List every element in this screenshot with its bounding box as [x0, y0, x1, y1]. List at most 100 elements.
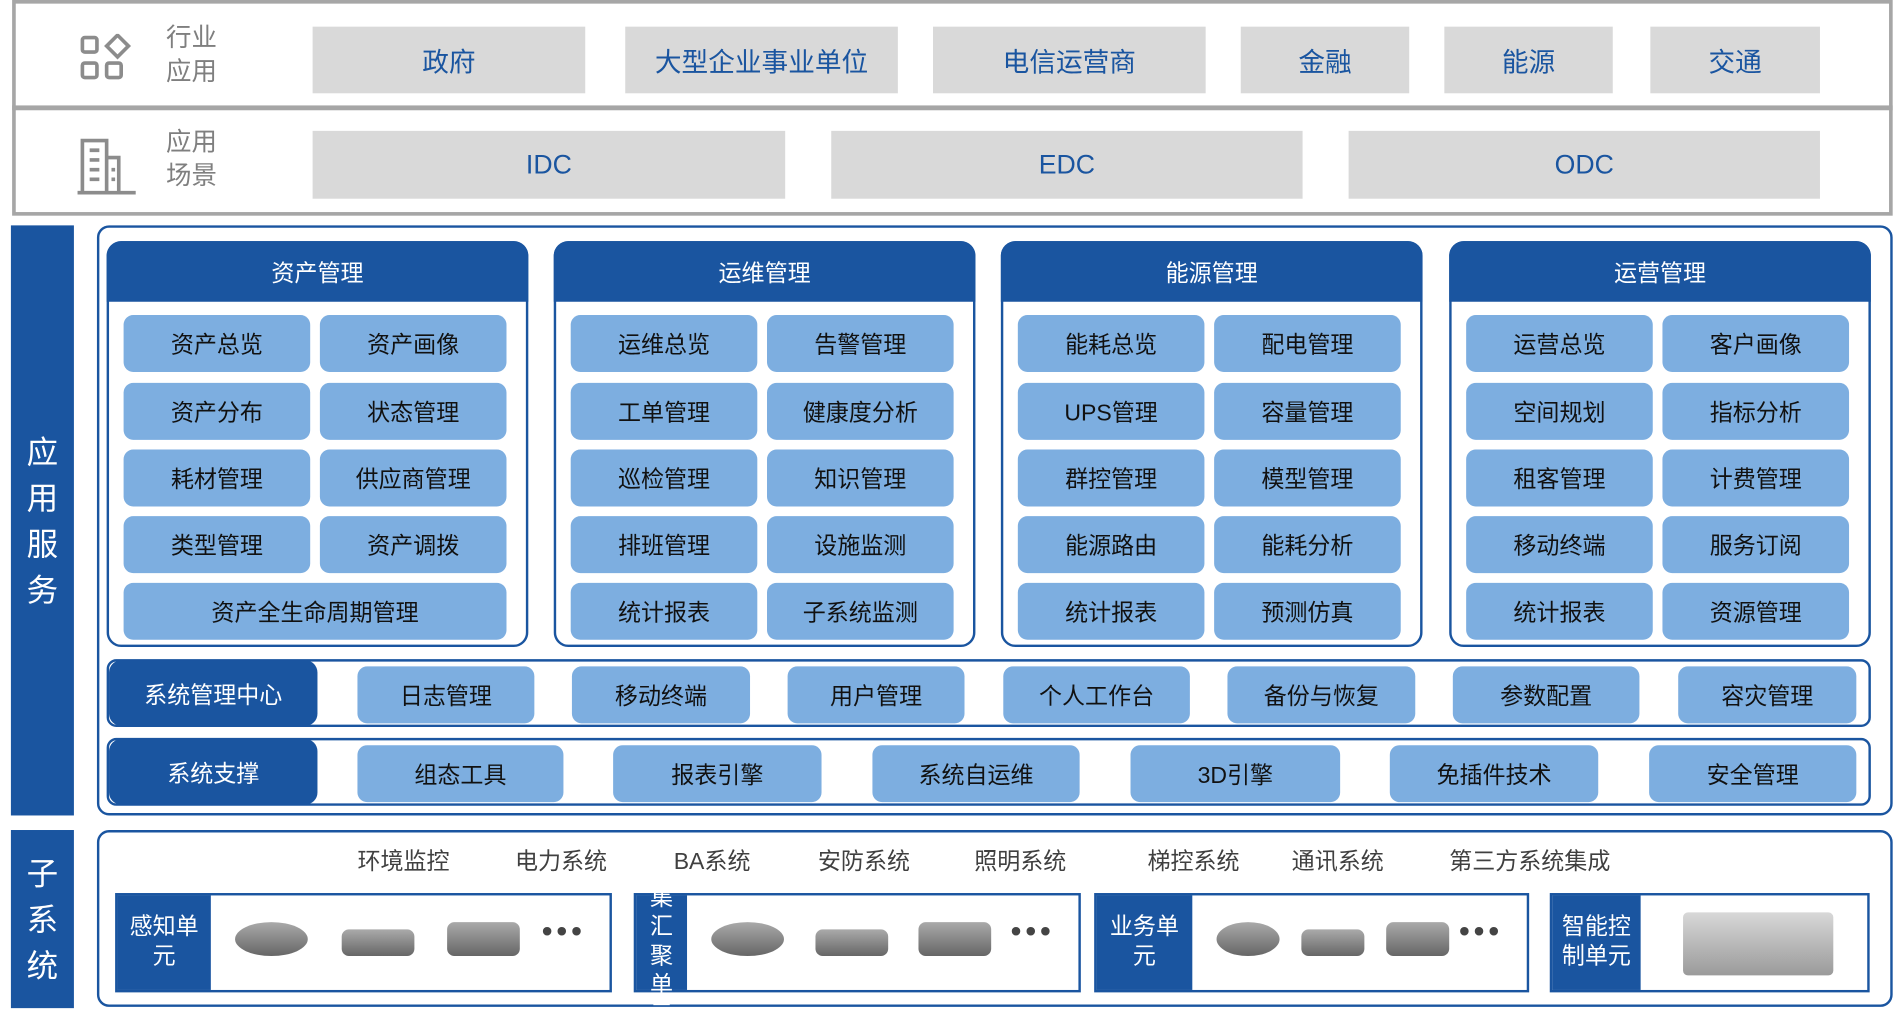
unit-label: 智能控制单元: [1552, 895, 1641, 990]
system-support-label: 系统支撑: [109, 739, 318, 805]
battery-icon: [711, 922, 784, 957]
system-mgmt-label: 系统管理中心: [109, 660, 318, 726]
unit-label: 业务单元: [1096, 895, 1193, 990]
module-item-wide[interactable]: 资产全生命周期管理: [123, 582, 507, 640]
module-item[interactable]: 计费管理: [1662, 449, 1850, 507]
module-item[interactable]: 服务订阅: [1662, 516, 1850, 574]
module-item[interactable]: 告警管理: [767, 315, 954, 372]
subsystem-name: 安防系统: [817, 849, 911, 875]
industry-button[interactable]: 交通: [1650, 26, 1820, 94]
module-item[interactable]: 能源路由: [1017, 516, 1205, 574]
industry-button[interactable]: 金融: [1240, 26, 1410, 94]
system-mgmt-item[interactable]: 移动终端: [571, 666, 751, 724]
module-item[interactable]: 预测仿真: [1214, 582, 1401, 640]
unit-box: 采集汇聚单元•••: [633, 857, 1081, 1028]
module-item[interactable]: 设施监测: [767, 516, 954, 574]
module-item[interactable]: 移动终端: [1466, 516, 1653, 574]
industry-button[interactable]: 电信运营商: [933, 26, 1206, 94]
system-mgmt-item[interactable]: 用户管理: [787, 666, 965, 724]
module-item[interactable]: 配电管理: [1214, 315, 1401, 372]
cabinet-icon: [918, 922, 992, 957]
module-item[interactable]: 统计报表: [570, 582, 758, 640]
module-item[interactable]: 类型管理: [123, 516, 311, 574]
module-item[interactable]: 状态管理: [319, 382, 507, 440]
module-item[interactable]: 健康度分析: [767, 382, 954, 440]
system-mgmt-item[interactable]: 个人工作台: [1003, 666, 1190, 724]
more-devices-icon: •••: [1010, 912, 1055, 949]
system-support-item[interactable]: 免插件技术: [1389, 745, 1599, 803]
system-mgmt-item[interactable]: 备份与恢复: [1227, 666, 1416, 724]
building-icon: [77, 138, 136, 195]
unit-box: 业务单元 •••: [1094, 893, 1530, 993]
subsystem-name: 第三方系统集成: [1449, 849, 1611, 875]
more-devices-icon: •••: [1458, 912, 1503, 949]
module-item[interactable]: 资产画像: [319, 315, 507, 372]
subsystem-name: 通讯系统: [1291, 849, 1384, 875]
industry-button[interactable]: 政府: [312, 26, 586, 94]
system-mgmt-item[interactable]: 日志管理: [357, 666, 535, 724]
module-item[interactable]: 资产总览: [123, 315, 311, 372]
module-item[interactable]: 能耗总览: [1017, 315, 1205, 372]
subsystem-name: 梯控系统: [1147, 849, 1240, 875]
layer-divider: [12, 105, 1893, 111]
system-support-item[interactable]: 3D引擎: [1130, 745, 1341, 803]
module-item[interactable]: 耗材管理: [123, 449, 311, 507]
module-title: 能源管理: [1000, 241, 1423, 302]
system-support-item[interactable]: 安全管理: [1649, 745, 1857, 803]
module-item[interactable]: 租客管理: [1466, 449, 1653, 507]
unit-label: 感知单元: [117, 895, 211, 990]
module-item[interactable]: 知识管理: [767, 449, 954, 507]
module-item[interactable]: 统计报表: [1466, 582, 1653, 640]
module-item[interactable]: 运维总览: [570, 315, 758, 372]
module-title: 运维管理: [553, 241, 976, 302]
system-mgmt-item[interactable]: 参数配置: [1452, 666, 1640, 724]
module-item[interactable]: 容量管理: [1214, 382, 1401, 440]
app-services-label: 应用服务: [26, 433, 59, 608]
system-support-item[interactable]: 报表引擎: [613, 745, 822, 803]
app-services-sidebar: 应用服务: [10, 225, 74, 816]
module-item[interactable]: 模型管理: [1214, 449, 1401, 507]
subsystem-name: BA系统: [673, 849, 751, 875]
subsystem-name: 电力系统: [514, 849, 608, 875]
module-item[interactable]: 工单管理: [570, 382, 758, 440]
module-item[interactable]: 排班管理: [570, 516, 758, 574]
industry-label: 行业应用: [166, 24, 217, 87]
module-item[interactable]: 空间规划: [1466, 382, 1653, 440]
card-reader-icon: [341, 929, 414, 957]
subsystem-label: 子系统: [26, 854, 59, 984]
module-item[interactable]: 子系统监测: [767, 582, 954, 640]
module-item[interactable]: 指标分析: [1662, 382, 1850, 440]
scenario-button[interactable]: ODC: [1348, 130, 1820, 199]
system-mgmt-item[interactable]: 容灾管理: [1678, 666, 1857, 724]
unit-box: 智能控制单元: [1549, 893, 1870, 993]
industry-button[interactable]: 大型企业事业单位: [625, 26, 898, 94]
module-item[interactable]: 能耗分析: [1214, 516, 1401, 574]
scenario-button[interactable]: EDC: [831, 130, 1303, 199]
module-item[interactable]: 统计报表: [1017, 582, 1205, 640]
system-support-item[interactable]: 组态工具: [357, 745, 564, 803]
subsystem-name: 环境监控: [357, 849, 450, 875]
scenario-button[interactable]: IDC: [312, 130, 786, 199]
unit-box: 感知单元 •••: [115, 893, 612, 993]
module-item[interactable]: 群控管理: [1017, 449, 1205, 507]
module-item[interactable]: 运营总览: [1466, 315, 1653, 372]
module-item[interactable]: 供应商管理: [319, 449, 507, 507]
module-item[interactable]: 客户画像: [1662, 315, 1850, 372]
module-item[interactable]: 资产调拨: [319, 516, 507, 574]
industry-button[interactable]: 能源: [1444, 26, 1613, 94]
system-support-item[interactable]: 系统自运维: [872, 745, 1080, 803]
generator-icon: [815, 929, 888, 957]
subsystem-name: 照明系统: [974, 849, 1067, 875]
face-terminal-icon: [1216, 922, 1280, 957]
module-item[interactable]: 资产分布: [123, 382, 311, 440]
module-title: 资产管理: [106, 241, 529, 302]
system-support-row: [106, 737, 1871, 806]
module-item[interactable]: 巡检管理: [570, 449, 758, 507]
smoke-detector-icon: [235, 922, 308, 957]
system-mgmt-row: [106, 659, 1871, 728]
module-item[interactable]: 资源管理: [1662, 582, 1850, 640]
more-devices-icon: •••: [541, 912, 586, 949]
industrial-pc-icon: [1683, 912, 1834, 976]
module-item[interactable]: UPS管理: [1017, 382, 1205, 440]
apps-grid-icon: [80, 33, 132, 80]
